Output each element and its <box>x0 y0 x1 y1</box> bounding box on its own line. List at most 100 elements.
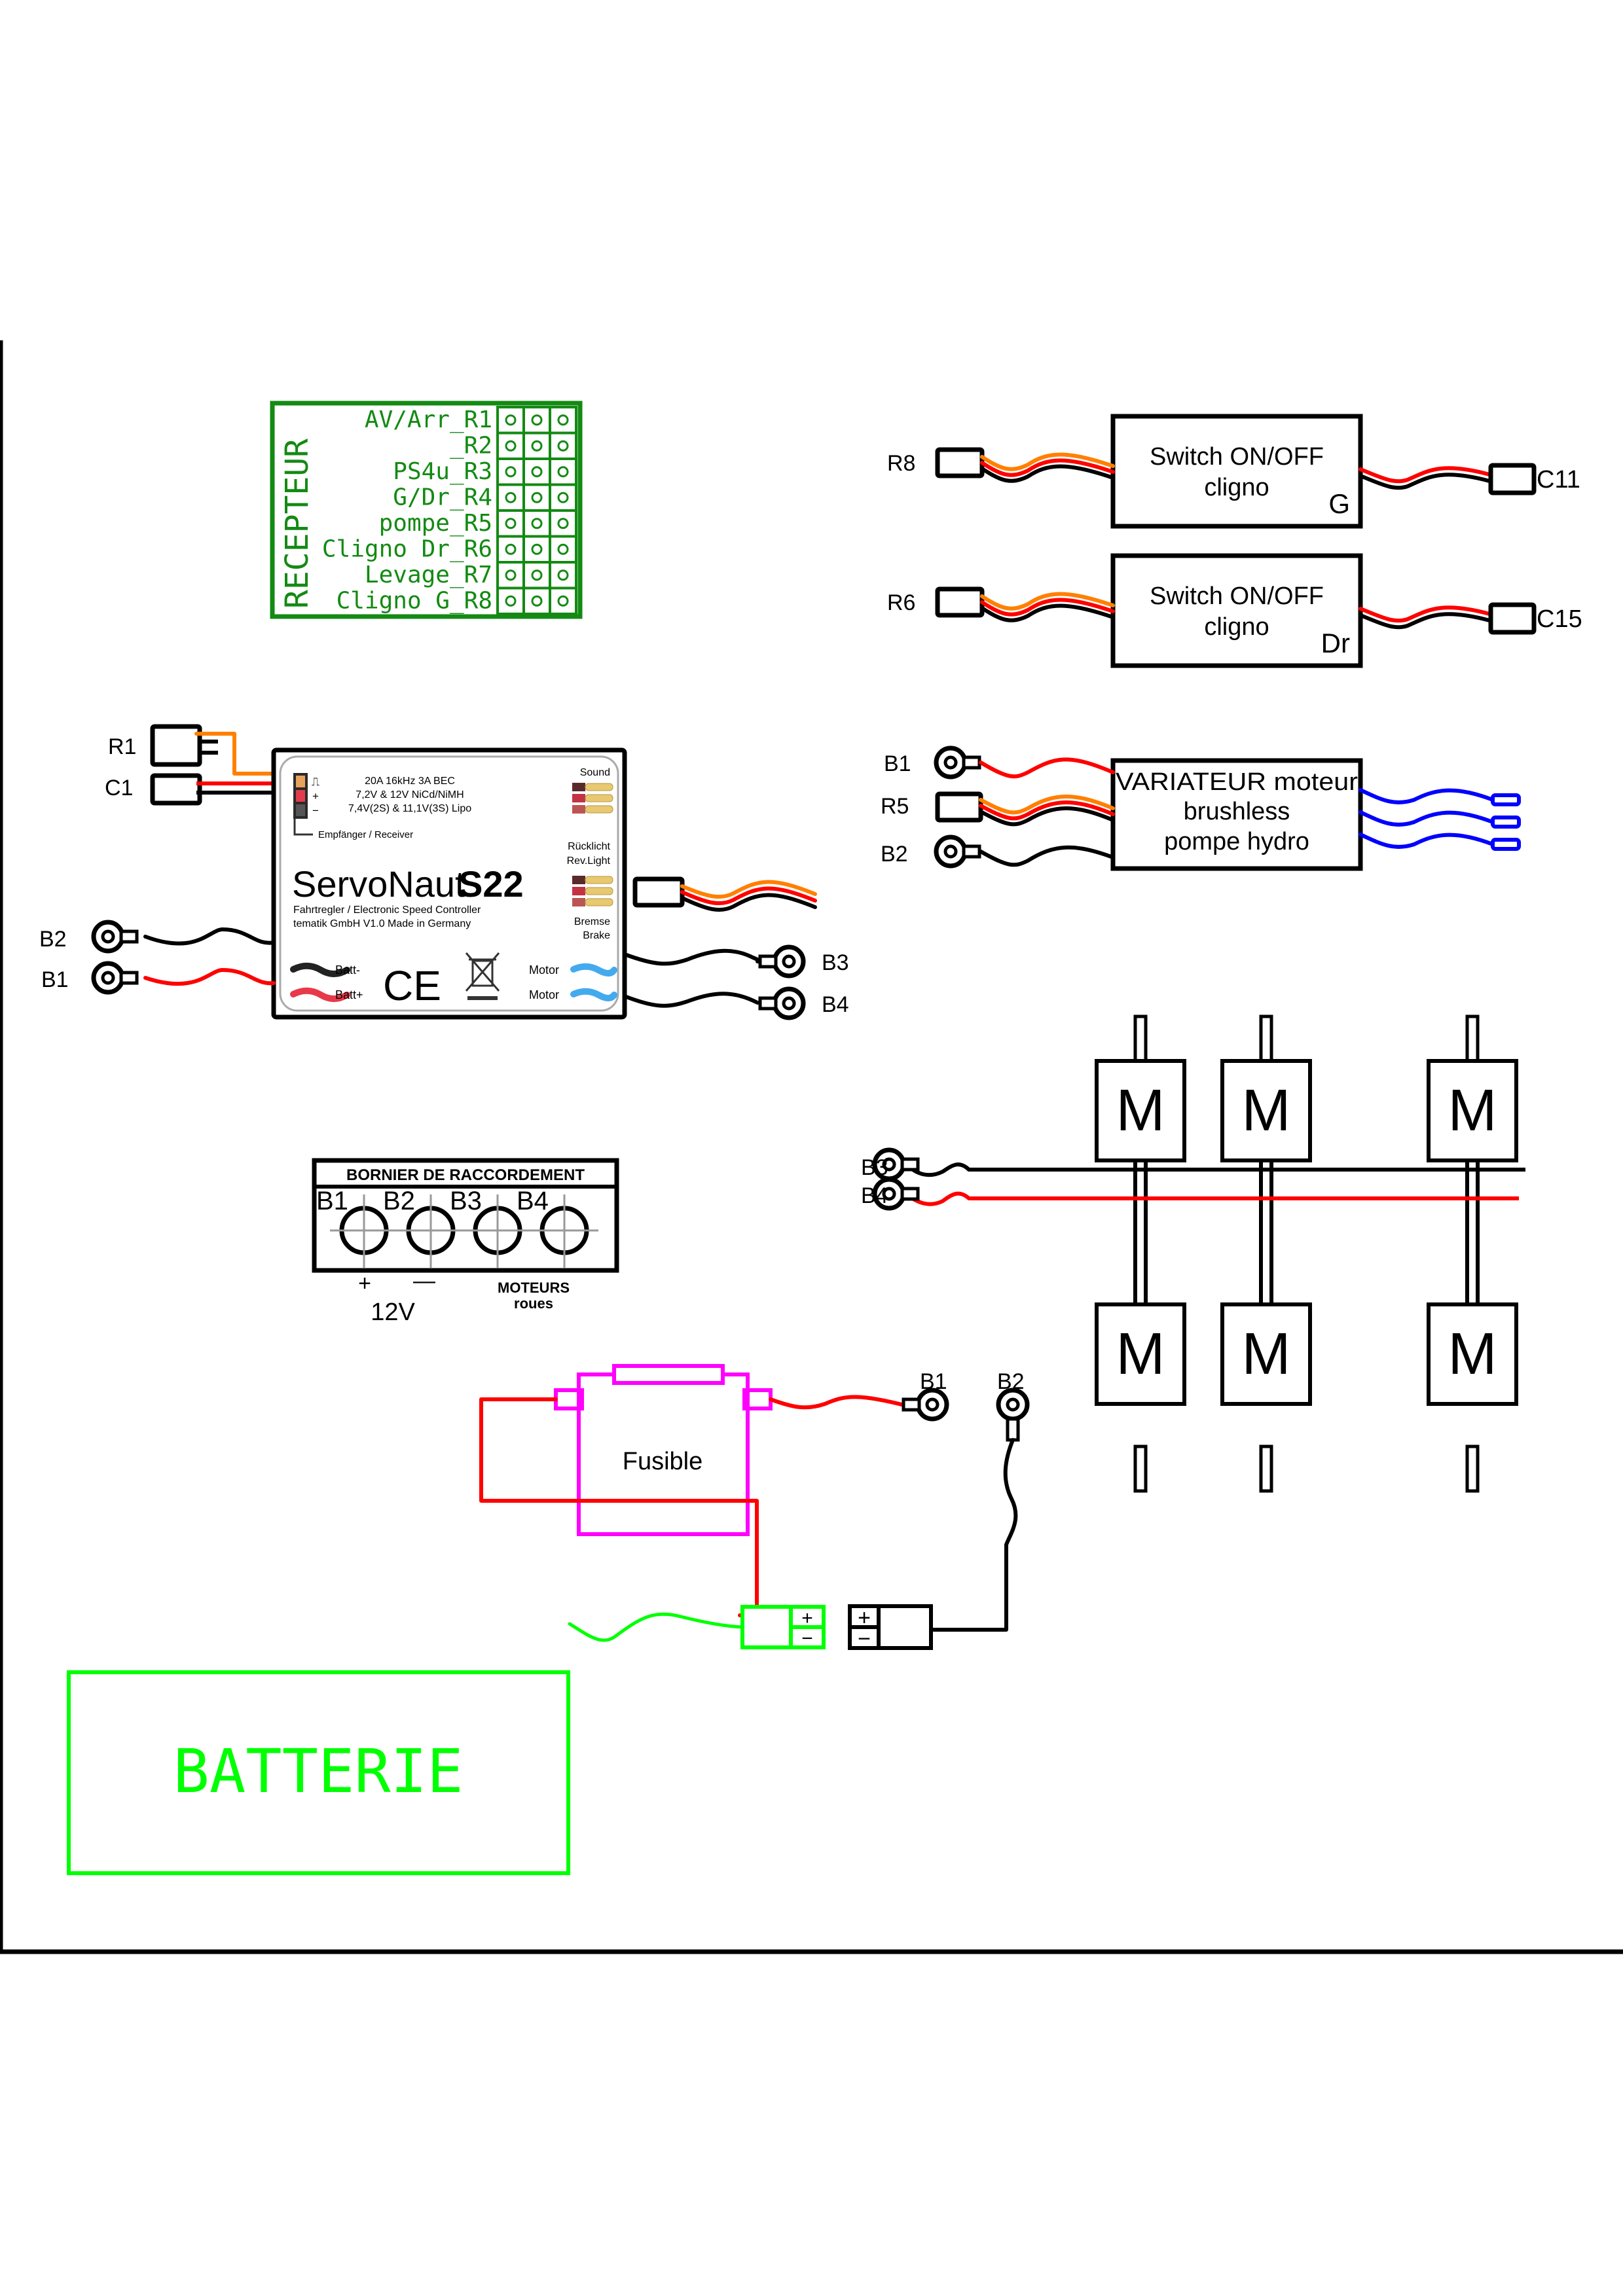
receiver-pin[interactable] <box>505 595 517 607</box>
receiver-pin[interactable] <box>557 595 569 607</box>
switch-output-label: C11 <box>1537 466 1580 493</box>
esc-b4-wire <box>623 992 759 1008</box>
receiver-pin[interactable] <box>531 466 543 478</box>
switch-output-connector[interactable] <box>1488 602 1537 635</box>
esc-pin <box>585 876 613 884</box>
receiver-channel-list: AV/Arr_R1_R2PS4u_R3G/Dr_R4pompe_R5Cligno… <box>322 406 577 615</box>
receiver-pin[interactable] <box>531 440 543 452</box>
switch-input-wire <box>980 458 1115 477</box>
variator-b1-wire <box>979 757 1115 779</box>
b3-ring-terminal[interactable] <box>758 944 806 978</box>
esc-rev-light-label-2: Rev.Light <box>567 855 611 867</box>
receiver-pin[interactable] <box>557 466 569 478</box>
switch-input-connector[interactable] <box>935 586 985 618</box>
terminal-motors-label-1: MOTEURS <box>498 1280 570 1296</box>
variator-b1-ring-terminal[interactable] <box>934 745 981 780</box>
esc-pin <box>585 898 613 906</box>
power-b1-ring-terminal[interactable] <box>902 1388 949 1422</box>
esc-batt-plus-label: Batt+ <box>335 988 363 1001</box>
esc-header-pin <box>296 776 305 787</box>
r1-label: R1 <box>108 734 136 759</box>
fuse-element <box>612 1364 725 1385</box>
receiver-outline <box>270 401 583 619</box>
terminal-label: B1 <box>316 1187 348 1215</box>
motor-shaft <box>1133 1444 1148 1493</box>
switch-input-wire <box>980 464 1115 483</box>
variator-b2-ring-terminal[interactable] <box>934 834 981 869</box>
receiver-pin[interactable] <box>557 440 569 452</box>
receiver-pin[interactable] <box>557 492 569 503</box>
power-b2-label: B2 <box>997 1369 1025 1394</box>
variator-r5-label: R5 <box>881 794 909 819</box>
esc-outline <box>271 747 627 1020</box>
variator-motor-outputs <box>1359 788 1521 851</box>
connector-plus-label: + <box>858 1605 871 1630</box>
variator-motor-wire <box>1359 788 1495 805</box>
variator-motor-plug[interactable] <box>1491 838 1521 851</box>
motor-body <box>1427 1059 1518 1162</box>
battery-connector-plus: + <box>801 1607 813 1629</box>
esc-label-plate <box>279 755 619 1012</box>
r1-connector[interactable] <box>150 724 202 767</box>
c1-connector[interactable] <box>150 773 202 806</box>
receiver-pin[interactable] <box>531 518 543 529</box>
variator-r5-connector[interactable] <box>935 791 983 823</box>
receiver-pin[interactable] <box>505 518 517 529</box>
motor-symbol: M <box>1242 1321 1291 1387</box>
terminal-plus-label: + <box>358 1271 371 1296</box>
esc-batt-minus-label: Batt- <box>335 963 360 977</box>
receiver-pin[interactable] <box>557 569 569 581</box>
receiver-pin-cell <box>549 457 577 486</box>
esc-block: R1 C1 ⎍ + − Empfänger / Receiver 20A 16k… <box>39 724 849 1020</box>
receiver-channel-label: PS4u_R3 <box>393 458 492 485</box>
receiver-pin[interactable] <box>505 414 517 426</box>
esc-brand: ServoNaut <box>292 863 465 905</box>
receiver-pin-cell <box>522 431 551 460</box>
receiver-pin[interactable] <box>505 569 517 581</box>
receiver-pin[interactable] <box>531 543 543 555</box>
receiver-pin[interactable] <box>531 569 543 581</box>
terminal-voltage-label: 12V <box>371 1299 415 1326</box>
variator-motor-plug[interactable] <box>1491 816 1521 829</box>
c1-label: C1 <box>105 776 133 800</box>
esc-batt-minus-swatch <box>290 962 350 977</box>
esc-pin-housing <box>572 898 585 906</box>
esc-pin-housing <box>572 805 585 814</box>
weee-bin-icon <box>465 952 500 1000</box>
esc-pin <box>585 887 613 895</box>
b1-ring-terminal[interactable] <box>91 961 139 995</box>
esc-pin-housing <box>572 783 585 791</box>
esc-b1-wire <box>143 968 276 986</box>
receiver-pin[interactable] <box>531 595 543 607</box>
variator-line-1: VARIATEUR moteur <box>1116 768 1358 796</box>
switch-output-wire <box>1359 612 1491 630</box>
switch-input-label: R8 <box>887 451 915 476</box>
receiver-pin[interactable] <box>531 414 543 426</box>
switch-input-connector[interactable] <box>935 447 985 478</box>
b4-ring-terminal[interactable] <box>758 986 806 1020</box>
variator-line-2: brushless <box>1184 798 1290 825</box>
motors-b4-ring-terminal[interactable] <box>872 1177 920 1211</box>
switch-line-2: cligno <box>1204 474 1269 501</box>
receiver-pin-cell <box>549 561 577 590</box>
b2-ring-terminal[interactable] <box>91 920 139 954</box>
switch-output-connector[interactable] <box>1488 463 1537 495</box>
power-b2-ring-terminal[interactable] <box>996 1388 1030 1442</box>
receiver-pin[interactable] <box>505 543 517 555</box>
receiver-pin[interactable] <box>557 414 569 426</box>
receiver-pin-cell <box>496 586 525 615</box>
variator-motor-plug[interactable] <box>1491 793 1521 806</box>
receiver-pin[interactable] <box>531 492 543 503</box>
receiver-channel-label: Cligno Dr_R6 <box>322 536 492 563</box>
receiver-pin[interactable] <box>505 466 517 478</box>
receiver-pin[interactable] <box>505 440 517 452</box>
esc-motor-label-1: Motor <box>529 963 559 977</box>
esc-aux-connector[interactable] <box>632 876 685 908</box>
receiver-pin[interactable] <box>557 518 569 529</box>
receiver-pin[interactable] <box>505 492 517 503</box>
receiver-pin[interactable] <box>557 543 569 555</box>
motor-symbol: M <box>1448 1321 1497 1387</box>
variator-outline <box>1110 758 1363 871</box>
